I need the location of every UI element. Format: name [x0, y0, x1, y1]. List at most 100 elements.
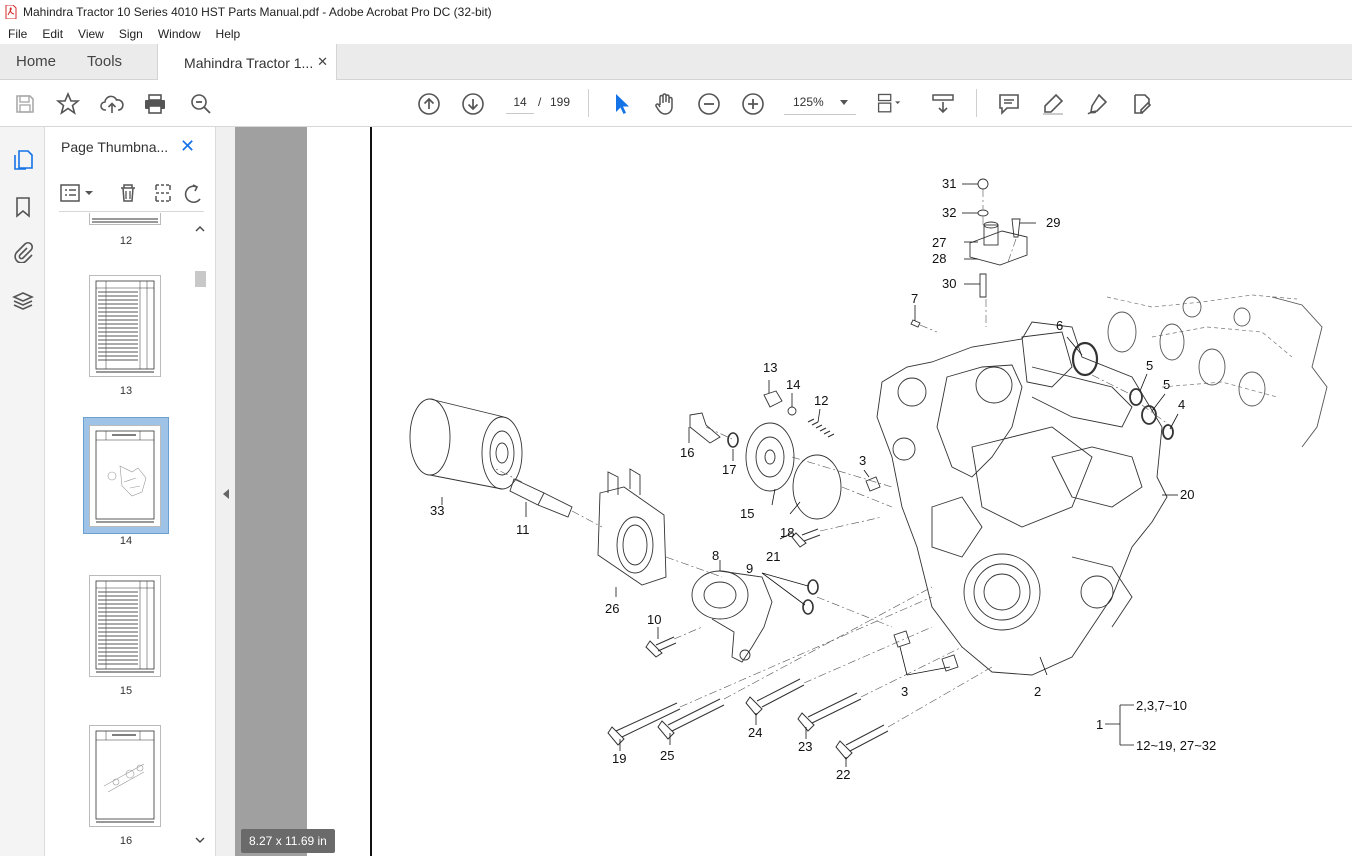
thumbnail-label: 14: [119, 535, 133, 547]
menu-edit[interactable]: Edit: [42, 27, 64, 41]
callout-label: 16: [680, 445, 694, 460]
print-icon[interactable]: [142, 91, 168, 117]
close-panel-icon[interactable]: ✕: [180, 136, 196, 156]
thumbnail-page-14[interactable]: [89, 425, 161, 527]
tab-bar: Home Tools Mahindra Tractor 1... ✕: [0, 44, 1352, 81]
callout-label: 30: [942, 276, 956, 291]
callout-label: 12: [814, 393, 828, 408]
collapse-panel-icon[interactable]: [223, 489, 229, 499]
thumbnail-options-icon[interactable]: [60, 184, 93, 202]
callout-label: 31: [942, 176, 956, 191]
callout-label: 17: [722, 462, 736, 477]
tab-document-label: Mahindra Tractor 1...: [184, 54, 314, 71]
viewport-background: [235, 127, 307, 856]
select-cursor-icon[interactable]: [608, 91, 634, 117]
comment-icon[interactable]: [996, 91, 1022, 117]
page-separator: /: [538, 95, 542, 109]
thumbnail-scrollbar[interactable]: [192, 213, 208, 856]
thumbnail-page-15[interactable]: [89, 575, 161, 677]
thumbnail-label: 13: [119, 385, 133, 397]
edit-pdf-icon[interactable]: [1128, 91, 1154, 117]
delete-page-icon[interactable]: [121, 184, 135, 202]
menu-help[interactable]: Help: [215, 27, 241, 41]
callout-label: 5: [1163, 377, 1170, 392]
callout-label: 3: [859, 453, 866, 468]
thumbnail-label: 16: [119, 835, 133, 847]
page-size-indicator: 8.27 x 11.69 in: [241, 829, 335, 853]
chevron-down-icon: [840, 100, 848, 105]
main-toolbar: [0, 80, 1352, 127]
zoom-value: 125%: [793, 95, 824, 109]
scroll-mode-icon[interactable]: [930, 91, 956, 117]
sign-pen-icon[interactable]: [1084, 91, 1110, 117]
zoom-select[interactable]: 125%: [784, 91, 856, 115]
extract-page-icon[interactable]: [155, 184, 171, 202]
callout-label: 14: [786, 377, 800, 392]
zoom-in-icon[interactable]: [740, 91, 766, 117]
thumbnail-page-12[interactable]: [89, 213, 161, 225]
pdf-page: 31 32 29 27 28 30 7 6 5 5 4 13 14 12 3 1…: [370, 127, 1352, 856]
callout-label: 25: [660, 748, 674, 763]
callout-label: 22: [836, 767, 850, 782]
menu-sign[interactable]: Sign: [118, 27, 143, 41]
zoom-out-icon[interactable]: [696, 91, 722, 117]
thumbnails-panel: Page Thumbna... ✕: [45, 127, 215, 856]
page-display-icon[interactable]: [876, 91, 902, 117]
tab-home[interactable]: Home: [16, 53, 57, 70]
title-bar: Mahindra Tractor 10 Series 4010 HST Part…: [0, 0, 1352, 24]
callout-label: 24: [748, 725, 762, 740]
legend-group-a: 2,3,7~10: [1136, 698, 1187, 713]
thumbnail-label: 15: [119, 685, 133, 697]
bookmarks-icon[interactable]: [10, 194, 35, 219]
attachments-icon[interactable]: [10, 239, 35, 264]
rotate-page-icon[interactable]: [184, 184, 201, 204]
callout-label: 10: [647, 612, 661, 627]
callout-label: 18: [780, 525, 794, 540]
bookmark-star-icon[interactable]: [55, 91, 81, 117]
next-page-icon[interactable]: [460, 91, 486, 117]
tab-document[interactable]: Mahindra Tractor 1... ✕: [157, 44, 338, 81]
thumbnail-page-13[interactable]: [89, 275, 161, 377]
thumbnail-label: 12: [119, 235, 133, 247]
callout-label: 23: [798, 739, 812, 754]
page-total: 199: [550, 95, 571, 109]
save-icon[interactable]: [12, 91, 38, 117]
callout-label: 29: [1046, 215, 1060, 230]
callout-label: 15: [740, 506, 754, 521]
callout-label: 27: [932, 235, 946, 250]
callout-label: 2: [1034, 684, 1041, 699]
callout-label: 9: [746, 561, 753, 576]
callout-label: 4: [1178, 397, 1185, 412]
scrollbar-thumb[interactable]: [195, 271, 206, 287]
callout-label: 3: [901, 684, 908, 699]
legend-group-b: 12~19, 27~32: [1136, 738, 1216, 753]
page-number-input[interactable]: [506, 91, 534, 114]
panel-splitter[interactable]: [215, 127, 235, 856]
exploded-parts-diagram: 31 32 29 27 28 30 7 6 5 5 4 13 14 12 3 1…: [409, 176, 1328, 782]
menu-bar: File Edit View Sign Window Help: [0, 24, 1352, 44]
callout-label: 13: [763, 360, 777, 375]
document-viewport[interactable]: 31 32 29 27 28 30 7 6 5 5 4 13 14 12 3 1…: [235, 127, 1352, 856]
callout-label: 19: [612, 751, 626, 766]
callout-label: 33: [430, 503, 444, 518]
hand-tool-icon[interactable]: [652, 91, 678, 117]
tab-tools[interactable]: Tools: [87, 53, 123, 70]
previous-page-icon[interactable]: [416, 91, 442, 117]
page-thumbnails-icon[interactable]: [10, 147, 35, 172]
upload-cloud-icon[interactable]: [99, 91, 125, 117]
search-zoom-icon[interactable]: [188, 91, 214, 117]
layers-icon[interactable]: [10, 288, 35, 313]
callout-label: 20: [1180, 487, 1194, 502]
window-title: Mahindra Tractor 10 Series 4010 HST Part…: [23, 5, 492, 19]
thumbnail-page-16[interactable]: [89, 725, 161, 827]
menu-window[interactable]: Window: [157, 27, 201, 41]
callout-label: 28: [932, 251, 946, 266]
thumbnail-list: 12 13 14: [45, 213, 197, 856]
left-navigation-rail: [0, 127, 45, 856]
callout-label: 21: [766, 549, 780, 564]
highlight-pen-icon[interactable]: [1040, 91, 1066, 117]
tab-close-icon[interactable]: ✕: [317, 54, 329, 69]
menu-view[interactable]: View: [78, 27, 104, 41]
menu-file[interactable]: File: [8, 27, 28, 41]
callout-label: 6: [1056, 318, 1063, 333]
